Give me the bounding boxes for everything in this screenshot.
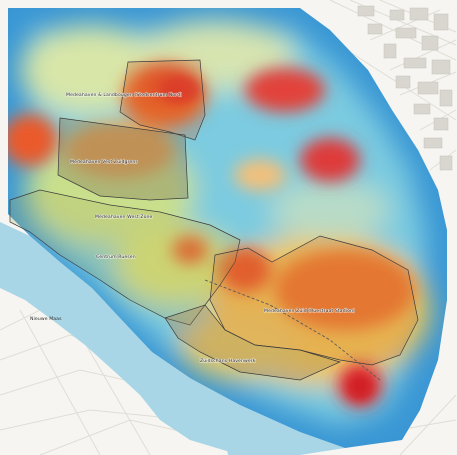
district-southwest-strip xyxy=(164,304,341,381)
district-north xyxy=(119,59,206,141)
district-label-southwest: Zuidschans Havenwerk xyxy=(200,358,256,364)
river-channel xyxy=(190,378,250,455)
building-blocks-northeast xyxy=(357,5,453,171)
river xyxy=(0,222,345,455)
river-label: Nieuwe Maas xyxy=(30,316,62,322)
district-label-south: Medeahaven Zuid (Ruestraat Stadion) xyxy=(264,308,355,314)
district-outlines xyxy=(9,59,419,381)
district-label-west: Medeahaven Vest Zuidgrens xyxy=(70,159,138,165)
district-label-north: Medeahaven & Landbougen (Stedcentrum Nor… xyxy=(66,92,182,98)
district-label-west-zone: Medeahaven West Zone xyxy=(95,214,153,220)
district-west xyxy=(57,117,189,201)
railway-line xyxy=(204,279,381,381)
district-label-centrum: Centrum Ruesen xyxy=(96,254,136,260)
district-labels: Medeahaven & Landbougen (Stedcentrum Nor… xyxy=(30,91,356,364)
